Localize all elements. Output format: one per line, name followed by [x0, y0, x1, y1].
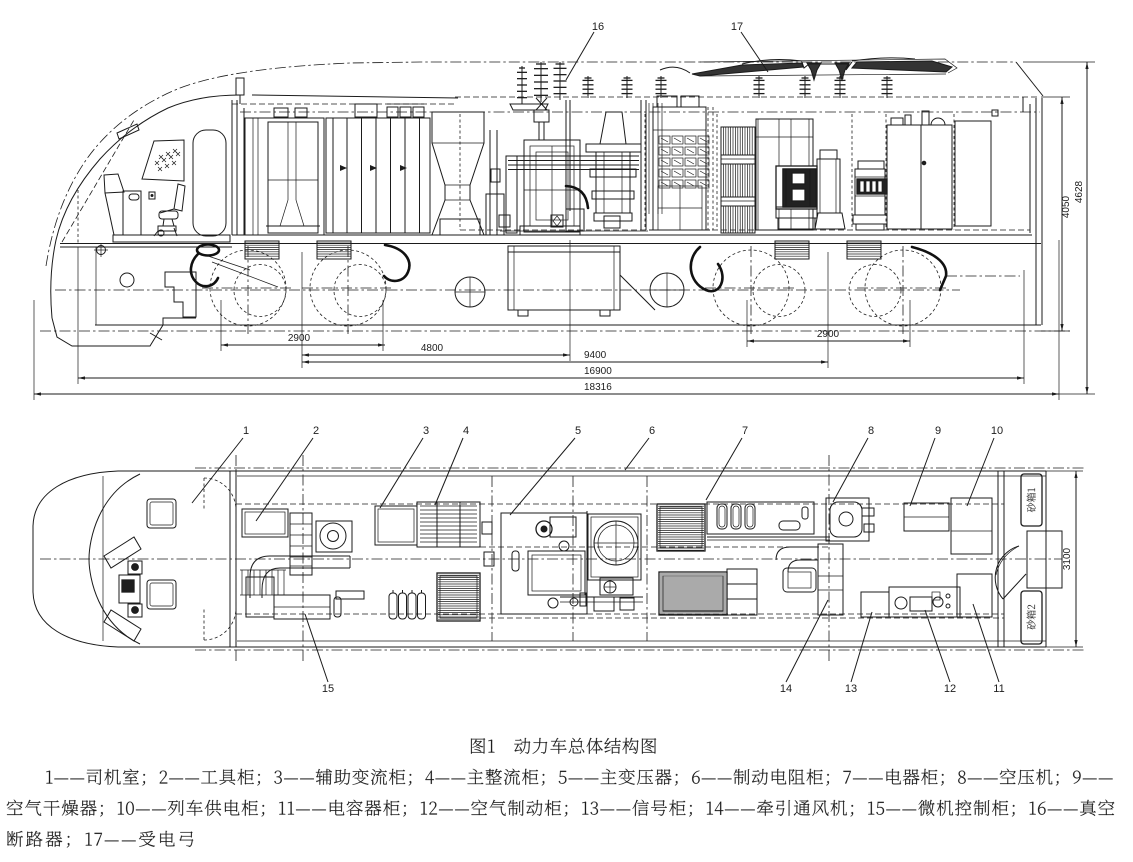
svg-text:14: 14: [780, 683, 792, 695]
svg-text:1: 1: [243, 425, 249, 437]
svg-text:2900: 2900: [288, 333, 311, 344]
svg-text:17: 17: [731, 21, 743, 33]
svg-text:9400: 9400: [584, 350, 607, 361]
svg-text:3: 3: [423, 425, 429, 437]
svg-text:4050: 4050: [1061, 195, 1072, 218]
svg-text:4800: 4800: [421, 343, 444, 354]
svg-text:2: 2: [313, 425, 319, 437]
svg-text:4: 4: [463, 425, 469, 437]
svg-text:11: 11: [993, 683, 1004, 695]
svg-text:2900: 2900: [817, 329, 840, 340]
svg-text:5: 5: [575, 425, 581, 437]
svg-text:12: 12: [944, 683, 956, 695]
svg-text:8: 8: [868, 425, 874, 437]
svg-text:15: 15: [322, 683, 334, 695]
svg-text:18316: 18316: [584, 382, 612, 393]
svg-text:7: 7: [742, 425, 748, 437]
svg-text:9: 9: [935, 425, 941, 437]
svg-text:10: 10: [991, 425, 1003, 437]
svg-text:16: 16: [592, 21, 604, 33]
svg-text:4628: 4628: [1074, 180, 1085, 203]
svg-text:13: 13: [845, 683, 857, 695]
svg-text:16900: 16900: [584, 366, 612, 377]
svg-text:3100: 3100: [1062, 547, 1073, 570]
svg-text:6: 6: [649, 425, 655, 437]
